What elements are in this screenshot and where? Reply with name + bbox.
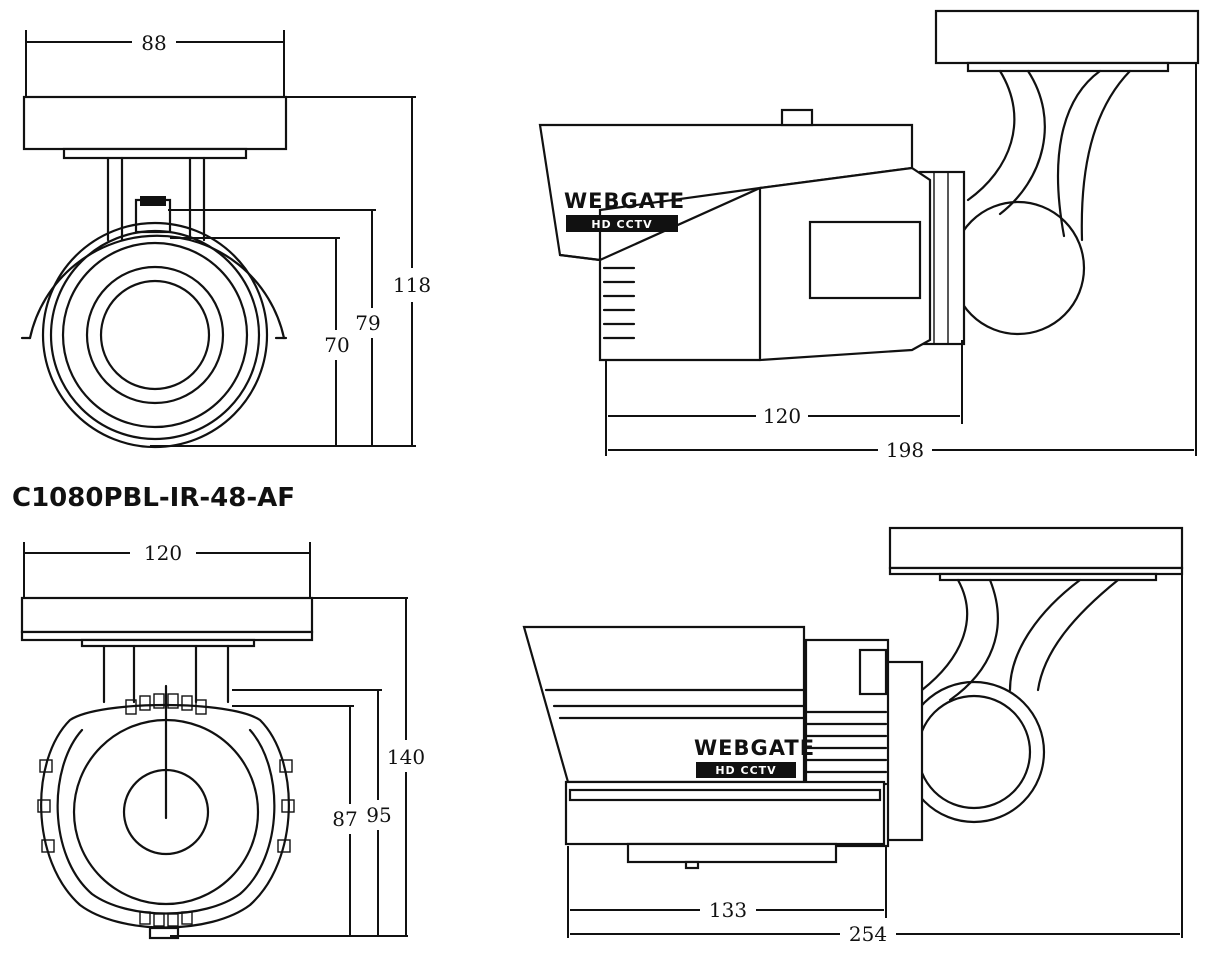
dim-top-front-height-b: 79: [355, 311, 380, 335]
lens-inner: [99, 279, 211, 391]
rear-cap-bottom: [884, 660, 924, 842]
lens-outer: [85, 265, 225, 405]
top-front-view: [20, 95, 288, 449]
bottom-cooling-fins: [804, 710, 888, 786]
brand-sub-top: HD CCTV: [591, 218, 652, 231]
bottom-side-dimensions: 133 254: [567, 574, 1183, 946]
mount-plate-bottom: [20, 596, 314, 634]
dim-bottom-side-body: 133: [709, 898, 747, 922]
cooling-fins: [602, 266, 636, 340]
dim-bottom-front-height-a: 87: [332, 807, 357, 831]
bracket-arm-bottom: [920, 578, 969, 692]
bottom-front-dimensions: 120 140 95 87: [23, 541, 425, 937]
dim-top-front-height-a: 70: [324, 333, 349, 357]
dim-bottom-front-width: 120: [144, 541, 182, 565]
dim-bottom-side-total: 254: [849, 922, 887, 946]
housing-teeth: [37, 693, 295, 927]
model-label: C1080PBL-IR-48-AF: [12, 483, 295, 513]
bracket-arm: [966, 69, 1016, 202]
camera-body: [559, 166, 932, 362]
dim-bottom-front-height-b: 95: [366, 803, 391, 827]
dim-top-side-total: 198: [886, 438, 924, 462]
mount-plate-side-bottom: [888, 526, 1184, 570]
brand-logo-top: WEBGATE: [564, 189, 685, 213]
mount-plate: [22, 95, 288, 151]
ball-joint: [950, 200, 1086, 336]
dim-bottom-front-height-total: 140: [387, 745, 425, 769]
top-screw: [780, 108, 814, 127]
brand-logo-bottom: WEBGATE: [694, 736, 815, 760]
top-side-view: WEBGATE HD CCTV: [538, 9, 1200, 362]
dim-top-front-height-total: 118: [393, 273, 431, 297]
dim-top-front-width: 88: [141, 31, 166, 55]
mount-plate-side: [934, 9, 1200, 65]
bottom-side-view: WEBGATE HD CCTV: [522, 526, 1184, 870]
top-side-dimensions: 120 198: [605, 63, 1197, 462]
ball-joint-bottom: [902, 680, 1046, 824]
dim-top-side-body: 120: [763, 404, 801, 428]
camera-body-ring: [41, 221, 269, 449]
bottom-front-view: [20, 596, 314, 940]
top-front-dimensions: 88 118 79 70: [25, 30, 431, 447]
brand-sub-bottom: HD CCTV: [715, 764, 776, 777]
